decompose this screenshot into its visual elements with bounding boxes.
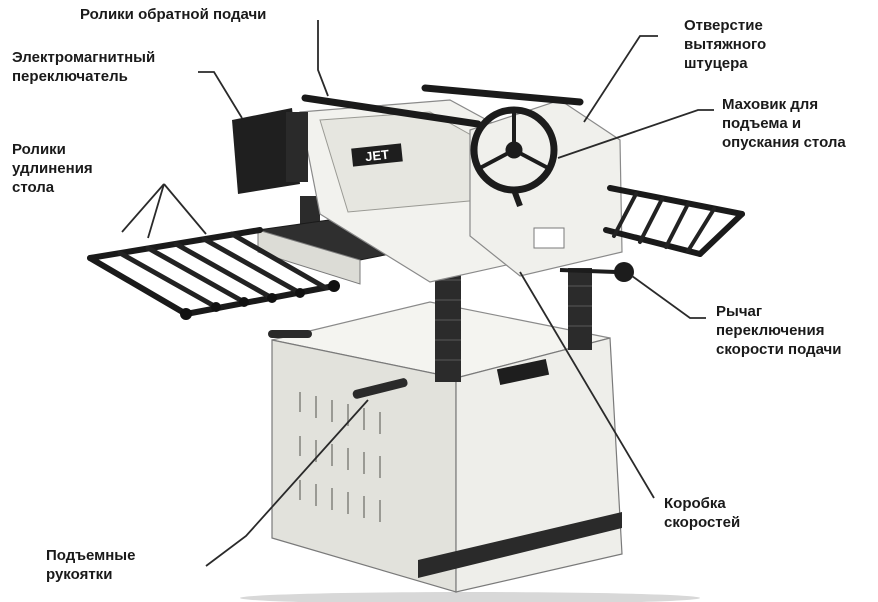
label-gearbox: Коробка скоростей xyxy=(664,495,741,531)
feed-lever-knob xyxy=(614,262,634,282)
label-table-rollers: Ролики удлинения стола xyxy=(12,141,93,196)
brand-text: JET xyxy=(364,147,389,164)
top-return-rollers xyxy=(301,84,584,128)
label-lever: Рычаг переключения скорости подачи xyxy=(716,303,842,358)
floor-shadow xyxy=(240,592,700,602)
leader-table-rollers-2 xyxy=(147,183,165,239)
label-feed-rollers: Ролики обратной подачи xyxy=(80,6,267,23)
label-handwheel: Маховик для подъема и опускания стола xyxy=(722,96,846,151)
label-dust-port: Отверстие вытяжного штуцера xyxy=(684,17,767,72)
leader-feed-rollers xyxy=(317,20,329,97)
cabinet-vents xyxy=(299,392,381,522)
left-extension-table xyxy=(87,227,340,320)
leader-table-rollers-1 xyxy=(121,183,165,233)
handwheel xyxy=(470,106,558,208)
base-stripe xyxy=(418,512,622,578)
motor-switch-side xyxy=(286,112,308,182)
cabinet-plate xyxy=(496,358,550,386)
leader-lines xyxy=(121,20,714,567)
leader-gearbox xyxy=(519,271,655,499)
motor-switch xyxy=(232,108,300,194)
head-plate xyxy=(351,143,403,167)
leader-dust-port xyxy=(583,35,658,123)
leader-lever xyxy=(631,275,706,319)
lifting-handle-left xyxy=(268,330,312,338)
gearbox-label xyxy=(533,227,565,249)
leader-handles xyxy=(205,399,369,567)
leader-table-rollers-3 xyxy=(163,183,207,235)
lifting-handle-front xyxy=(352,378,408,399)
right-extension-table xyxy=(603,185,745,257)
main-table-side xyxy=(257,229,361,285)
label-switch: Электромагнитный переключатель xyxy=(12,49,156,85)
feed-lever-shaft xyxy=(559,268,617,274)
label-handles: Подъемные рукоятки xyxy=(46,547,136,583)
leader-handwheel xyxy=(557,109,714,159)
head-front xyxy=(319,111,481,213)
leader-switch xyxy=(198,71,243,119)
